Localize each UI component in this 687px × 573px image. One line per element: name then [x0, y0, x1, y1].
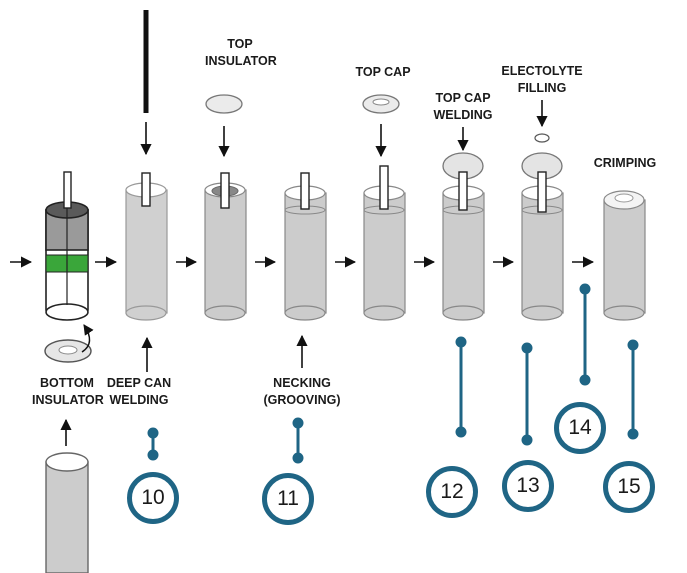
label-crimping: CRIMPING	[593, 156, 657, 170]
jelly-roll-stage	[45, 171, 89, 321]
step-badge-13: 13	[502, 460, 554, 512]
step-badge-10: 10	[127, 472, 179, 524]
label-bottom-insulator: BOTTOM INSULATOR	[32, 376, 104, 407]
callout-pins	[147, 283, 639, 464]
label-electrolyte-filling: ELECTOLYTE FILLING	[501, 64, 583, 95]
label-necking: NECKING (GROOVING)	[263, 376, 341, 407]
bottom-can-feed	[45, 452, 89, 573]
step-badge-12: 12	[426, 466, 478, 518]
label-top-insulator: TOP INSULATOR	[205, 37, 277, 68]
insert-curve-arrow	[81, 324, 94, 353]
can-stage-3	[204, 172, 247, 321]
can-stage-2	[125, 172, 168, 321]
label-top-cap: TOP CAP	[355, 65, 411, 79]
can-stage-4	[284, 172, 327, 321]
can-stage-7	[521, 152, 564, 321]
top-cap-part	[362, 94, 400, 114]
electrolyte-drop	[534, 133, 550, 143]
label-top-cap-welding: TOP CAP WELDING	[433, 91, 493, 122]
bottom-insulator-disc	[44, 339, 92, 363]
label-deep-can-welding: DEEP CAN WELDING	[106, 376, 172, 407]
can-stage-6	[442, 152, 485, 321]
step-badge-14: 14	[554, 402, 606, 454]
crimped-cell	[603, 190, 646, 321]
step-badge-15: 15	[603, 461, 655, 513]
can-stage-5	[363, 165, 406, 321]
step-badge-11: 11	[262, 473, 314, 525]
top-insulator-disc	[205, 94, 243, 114]
